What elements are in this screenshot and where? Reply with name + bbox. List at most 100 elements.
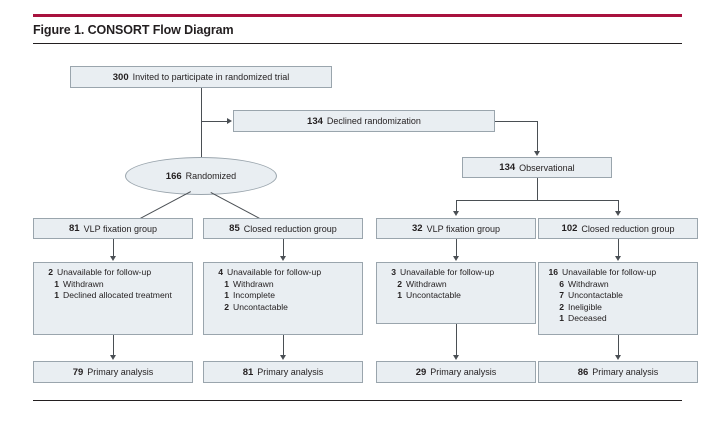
accent-rule bbox=[33, 14, 682, 17]
node-loss-1: 2 Unavailable for follow-up 1 Withdrawn … bbox=[33, 262, 193, 335]
loss-4-item-4: 1 Deceased bbox=[543, 313, 691, 325]
connector-randomized-left bbox=[135, 191, 191, 222]
node-randomized: 166 Randomized bbox=[125, 157, 277, 195]
loss-3-item-1: 2 Withdrawn bbox=[381, 279, 529, 291]
connector-loss-2-down bbox=[283, 335, 284, 355]
connector-declined-drop bbox=[537, 121, 538, 151]
node-group-4-label: Closed reduction group bbox=[581, 223, 675, 234]
connector-declined-out bbox=[495, 121, 537, 122]
loss-2-item-1-label: Withdrawn bbox=[233, 278, 274, 289]
node-analysis-4: 86 Primary analysis bbox=[538, 361, 698, 383]
figure-title: Figure 1. CONSORT Flow Diagram bbox=[33, 23, 234, 37]
node-loss-3: 3 Unavailable for follow-up 2 Withdrawn … bbox=[376, 262, 536, 324]
node-analysis-2-label: Primary analysis bbox=[257, 367, 324, 377]
arrowhead-group-4 bbox=[614, 256, 621, 261]
node-group-2: 85 Closed reduction group bbox=[203, 218, 363, 239]
loss-3-head-label: Unavailable for follow-up bbox=[400, 267, 495, 277]
node-analysis-2: 81 Primary analysis bbox=[203, 361, 363, 383]
node-declined-count: 134 bbox=[307, 115, 323, 127]
loss-2-item-2-label: Incomplete bbox=[233, 290, 276, 300]
loss-1-item-2-count: 1 bbox=[54, 290, 59, 300]
node-analysis-3: 29 Primary analysis bbox=[376, 361, 536, 383]
loss-1-head-label: Unavailable for follow-up bbox=[57, 267, 152, 277]
loss-1-head-count: 2 bbox=[48, 267, 53, 277]
node-group-1-label: VLP fixation group bbox=[83, 223, 157, 234]
node-loss-4: 16 Unavailable for follow-up 6 Withdrawn… bbox=[538, 262, 698, 335]
title-divider bbox=[33, 43, 682, 44]
loss-2-head-count: 4 bbox=[218, 267, 223, 277]
arrowhead-loss-2 bbox=[279, 355, 286, 360]
loss-2-item-3: 2 Uncontactable bbox=[208, 302, 356, 314]
loss-3-head: 3 Unavailable for follow-up bbox=[381, 267, 529, 279]
loss-2-head-label: Unavailable for follow-up bbox=[227, 267, 322, 277]
node-group-4-count: 102 bbox=[561, 223, 578, 234]
connector-invited-to-declined bbox=[201, 121, 227, 122]
loss-4-item-4-count: 1 bbox=[559, 313, 564, 323]
loss-2-item-3-label: Uncontactable bbox=[233, 301, 288, 312]
arrowhead-group-1 bbox=[109, 256, 116, 261]
arrowhead-to-declined bbox=[227, 117, 232, 124]
arrowhead-loss-3 bbox=[452, 355, 459, 360]
loss-3-item-2: 1 Uncontactable bbox=[381, 290, 529, 302]
loss-4-item-1-count: 6 bbox=[559, 278, 564, 289]
arrowhead-group-2 bbox=[279, 256, 286, 261]
node-group-3: 32 VLP fixation group bbox=[376, 218, 536, 239]
connector-group-3-down bbox=[456, 239, 457, 256]
connector-observational-bar bbox=[456, 200, 618, 201]
node-observational-label: Observational bbox=[519, 162, 575, 173]
node-invited: 300 Invited to participate in randomized… bbox=[70, 66, 332, 88]
loss-4-item-2-count: 7 bbox=[559, 290, 564, 300]
node-randomized-count: 166 bbox=[165, 170, 182, 182]
arrowhead-obs-left bbox=[452, 211, 459, 216]
loss-1-item-2-label: Declined allocated treatment bbox=[63, 290, 172, 300]
arrowhead-to-observational bbox=[533, 151, 540, 156]
node-group-2-count: 85 bbox=[229, 223, 240, 234]
loss-4-item-3-label: Ineligible bbox=[568, 301, 602, 312]
connector-observational-left-drop bbox=[456, 200, 457, 211]
node-declined-label: Declined randomization bbox=[326, 116, 421, 126]
node-analysis-4-count: 86 bbox=[577, 366, 589, 378]
arrowhead-obs-right bbox=[614, 211, 621, 216]
node-loss-2: 4 Unavailable for follow-up 1 Withdrawn … bbox=[203, 262, 363, 335]
loss-3-item-1-count: 2 bbox=[397, 278, 402, 289]
node-analysis-4-label: Primary analysis bbox=[592, 367, 659, 377]
loss-1-head: 2 Unavailable for follow-up bbox=[38, 267, 186, 279]
loss-3-head-count: 3 bbox=[391, 267, 396, 277]
loss-4-item-3: 2 Ineligible bbox=[543, 302, 691, 314]
connector-observational-right-drop bbox=[618, 200, 619, 211]
node-observational: 134 Observational bbox=[462, 157, 612, 178]
loss-4-item-2-label: Uncontactable bbox=[568, 290, 623, 300]
arrowhead-loss-4 bbox=[614, 355, 621, 360]
node-group-4: 102 Closed reduction group bbox=[538, 218, 698, 239]
arrowhead-loss-1 bbox=[109, 355, 116, 360]
loss-1-item-2: 1 Declined allocated treatment bbox=[38, 290, 186, 302]
node-group-3-label: VLP fixation group bbox=[426, 223, 500, 234]
loss-4-head: 16 Unavailable for follow-up bbox=[543, 267, 691, 279]
loss-3-item-2-count: 1 bbox=[397, 290, 402, 300]
loss-4-item-2: 7 Uncontactable bbox=[543, 290, 691, 302]
connector-group-2-down bbox=[283, 239, 284, 256]
loss-2-item-1-count: 1 bbox=[224, 278, 229, 289]
connector-group-1-down bbox=[113, 239, 114, 256]
loss-2-item-1: 1 Withdrawn bbox=[208, 279, 356, 291]
node-declined: 134 Declined randomization bbox=[233, 110, 495, 132]
connector-loss-3-down bbox=[456, 324, 457, 355]
loss-1-item-1: 1 Withdrawn bbox=[38, 279, 186, 291]
node-analysis-1: 79 Primary analysis bbox=[33, 361, 193, 383]
node-group-3-count: 32 bbox=[412, 223, 423, 234]
node-group-1-count: 81 bbox=[69, 223, 80, 234]
node-invited-label: Invited to participate in randomized tri… bbox=[132, 72, 290, 82]
loss-4-head-count: 16 bbox=[548, 267, 558, 277]
node-analysis-2-count: 81 bbox=[242, 366, 254, 378]
loss-3-item-1-label: Withdrawn bbox=[406, 278, 447, 289]
loss-4-item-1-label: Withdrawn bbox=[568, 278, 609, 289]
node-randomized-label: Randomized bbox=[185, 171, 237, 181]
loss-2-head: 4 Unavailable for follow-up bbox=[208, 267, 356, 279]
loss-1-item-1-count: 1 bbox=[54, 278, 59, 289]
node-observational-count: 134 bbox=[499, 162, 516, 173]
node-analysis-3-label: Primary analysis bbox=[430, 367, 497, 377]
loss-2-item-2: 1 Incomplete bbox=[208, 290, 356, 302]
connector-group-4-down bbox=[618, 239, 619, 256]
node-invited-count: 300 bbox=[112, 71, 129, 83]
